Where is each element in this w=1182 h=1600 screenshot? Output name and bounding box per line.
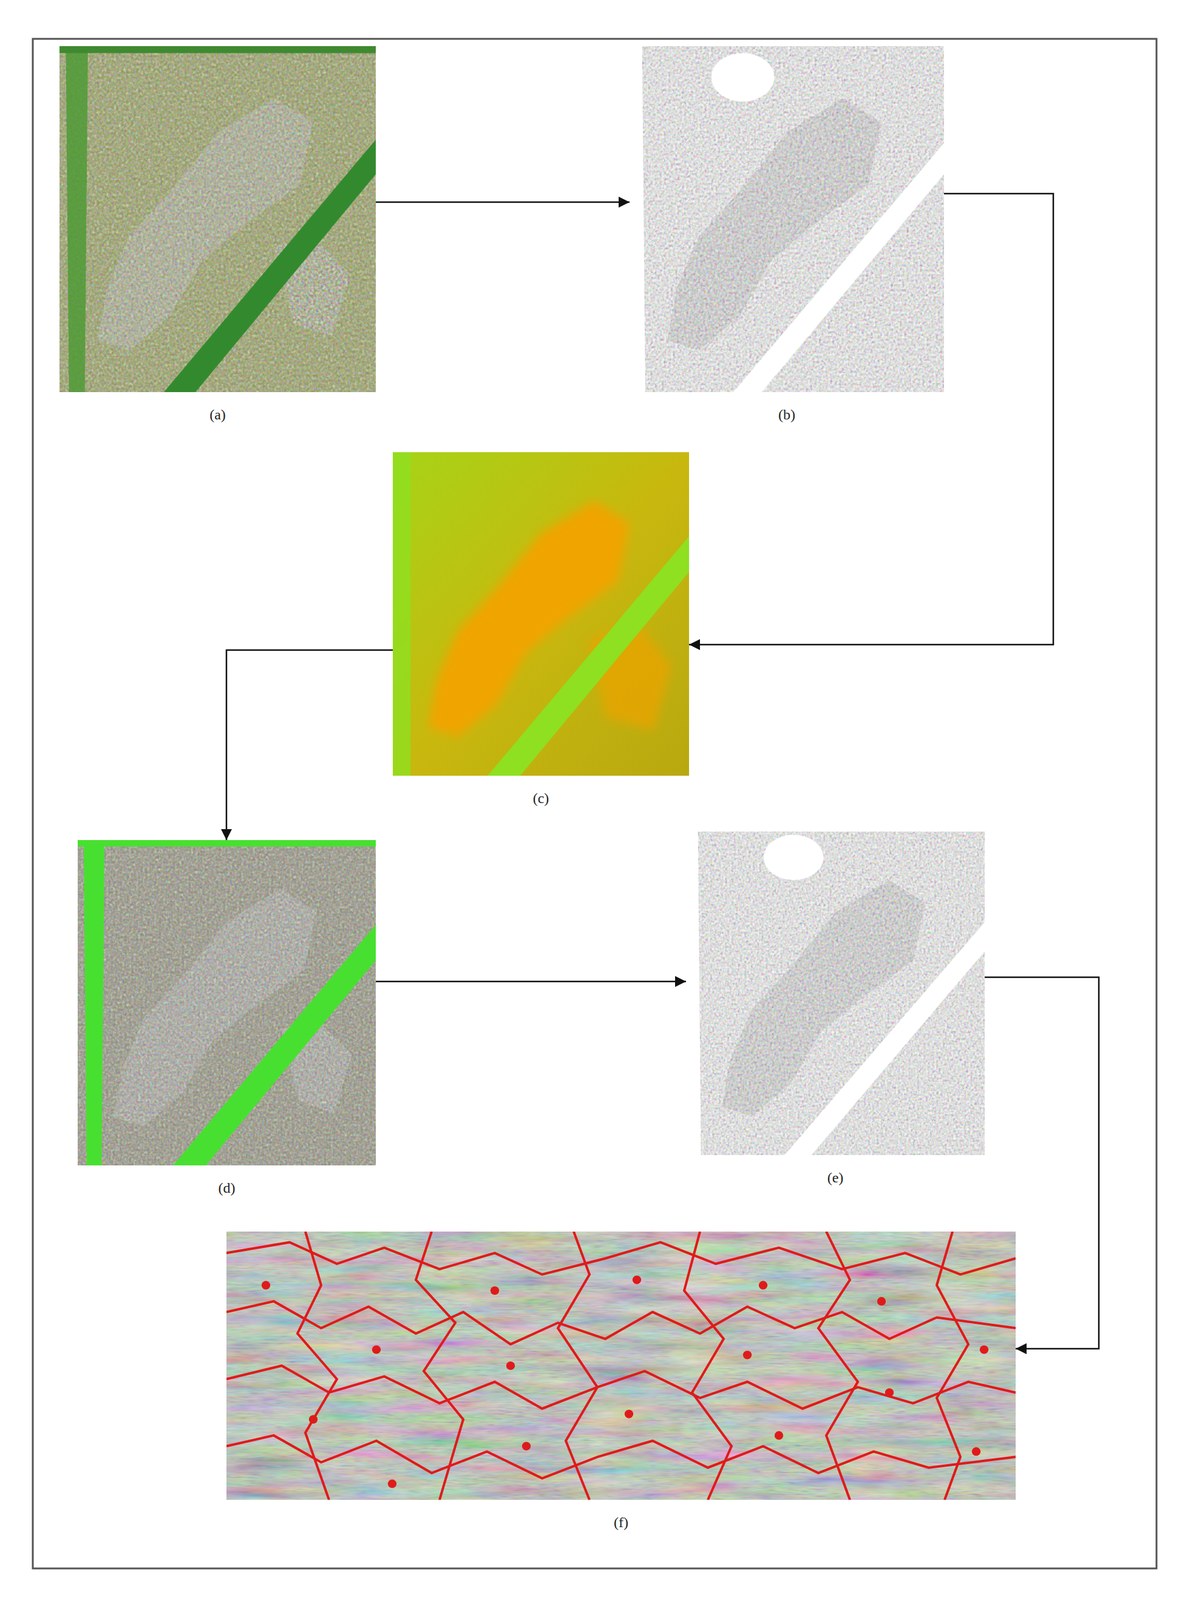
panel-caption: (d) <box>77 1178 376 1198</box>
flow-arrow <box>984 977 1099 1349</box>
flow-arrow <box>375 201 630 204</box>
figure-panel: (c) <box>392 452 690 808</box>
flow-arrow <box>689 193 1054 645</box>
figure-panel: (f) <box>226 1231 1016 1532</box>
panel-label: (f) <box>611 1514 631 1531</box>
panel-caption: (a) <box>59 405 376 424</box>
panel-label: (a) <box>207 406 229 423</box>
flow-arrow <box>375 981 687 983</box>
figure-panel: (b) <box>629 46 945 424</box>
panel-label: (d) <box>216 1180 238 1196</box>
panel-caption: (b) <box>629 405 945 424</box>
figure-panel: (d) <box>77 840 376 1198</box>
panel-label: (e) <box>825 1169 847 1186</box>
panel-label: (b) <box>775 406 798 423</box>
panel-caption: (c) <box>392 789 690 808</box>
panel-label: (c) <box>530 790 552 807</box>
figure-panel: (e) <box>686 831 985 1187</box>
figure-panel: (a) <box>59 46 376 424</box>
panel-caption: (f) <box>226 1513 1016 1532</box>
panel-caption: (e) <box>686 1168 985 1187</box>
flow-arrow <box>226 650 393 841</box>
